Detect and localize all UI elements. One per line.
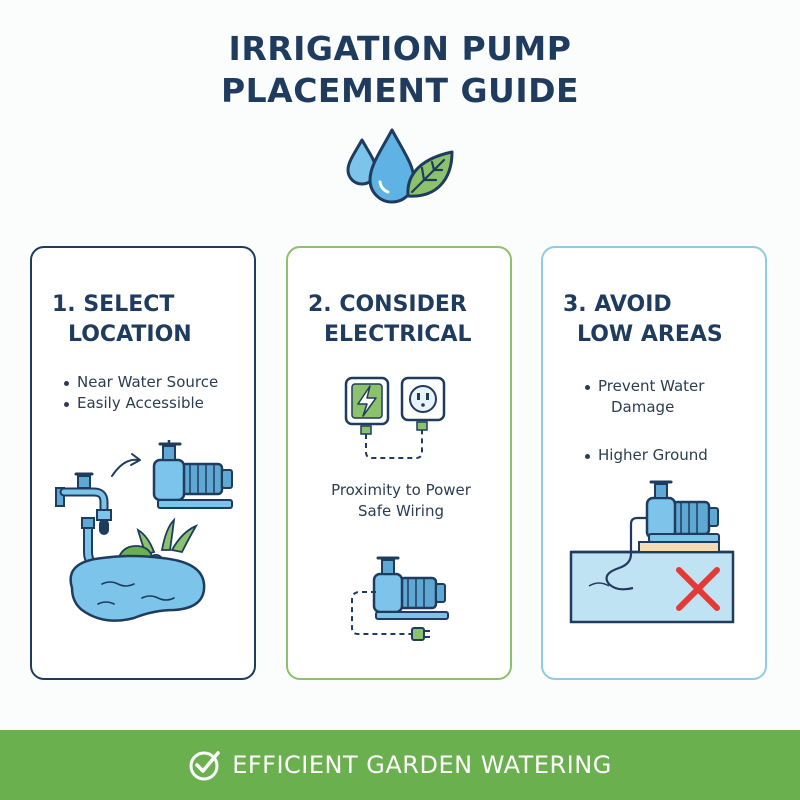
card-1-heading: 1. SELECT LOCATION: [52, 290, 192, 350]
power-outlet-icon: [344, 376, 446, 459]
page-title: IRRIGATION PUMP PLACEMENT GUIDE: [0, 28, 800, 112]
card-1-heading-line-1: 1. SELECT: [52, 292, 175, 317]
bullet-item: Damage: [611, 398, 675, 416]
card-3-heading-line-2: LOW AREAS: [577, 322, 723, 347]
card-1-bullets: Near Water Source Easily Accessible: [62, 372, 218, 414]
bullet-item: Near Water Source: [62, 372, 218, 393]
footer-text: EFFICIENT GARDEN WATERING: [232, 751, 612, 779]
title-line-2: PLACEMENT GUIDE: [220, 71, 580, 110]
faucet-pump-pond-icon: [55, 440, 233, 622]
card-2-caption: Proximity to Power Safe Wiring: [288, 480, 514, 522]
caption-line: Proximity to Power: [331, 481, 471, 499]
card-2-heading-line-2: ELECTRICAL: [324, 322, 472, 347]
card-select-location: 1. SELECT LOCATION Near Water Source Eas…: [30, 246, 256, 680]
card-3-bullets: Prevent Water Damage Higher Ground: [583, 376, 708, 466]
card-consider-electrical: 2. CONSIDER ELECTRICAL Proximity to Powe…: [286, 246, 512, 680]
card-3-heading-line-1: 3. AVOID: [563, 292, 672, 317]
pump-with-plug-icon: [351, 556, 449, 641]
title-line-1: IRRIGATION PUMP: [228, 29, 572, 68]
water-drops-leaf-icon: [346, 128, 454, 204]
card-3-heading: 3. AVOID LOW AREAS: [563, 290, 723, 350]
caption-line: Safe Wiring: [357, 502, 445, 520]
bullet-item: Prevent Water: [583, 376, 708, 397]
bullet-item: Easily Accessible: [62, 393, 218, 414]
card-2-heading-line-1: 2. CONSIDER: [308, 292, 467, 317]
footer-banner: EFFICIENT GARDEN WATERING: [0, 730, 800, 800]
card-2-heading: 2. CONSIDER ELECTRICAL: [308, 290, 472, 350]
card-avoid-low-areas: 3. AVOID LOW AREAS Prevent Water Damage …: [541, 246, 767, 680]
pump-on-platform-flood-icon: [569, 480, 735, 624]
card-1-heading-line-2: LOCATION: [68, 322, 192, 347]
bullet-item: Higher Ground: [583, 445, 708, 466]
check-circle-icon: [189, 751, 220, 781]
